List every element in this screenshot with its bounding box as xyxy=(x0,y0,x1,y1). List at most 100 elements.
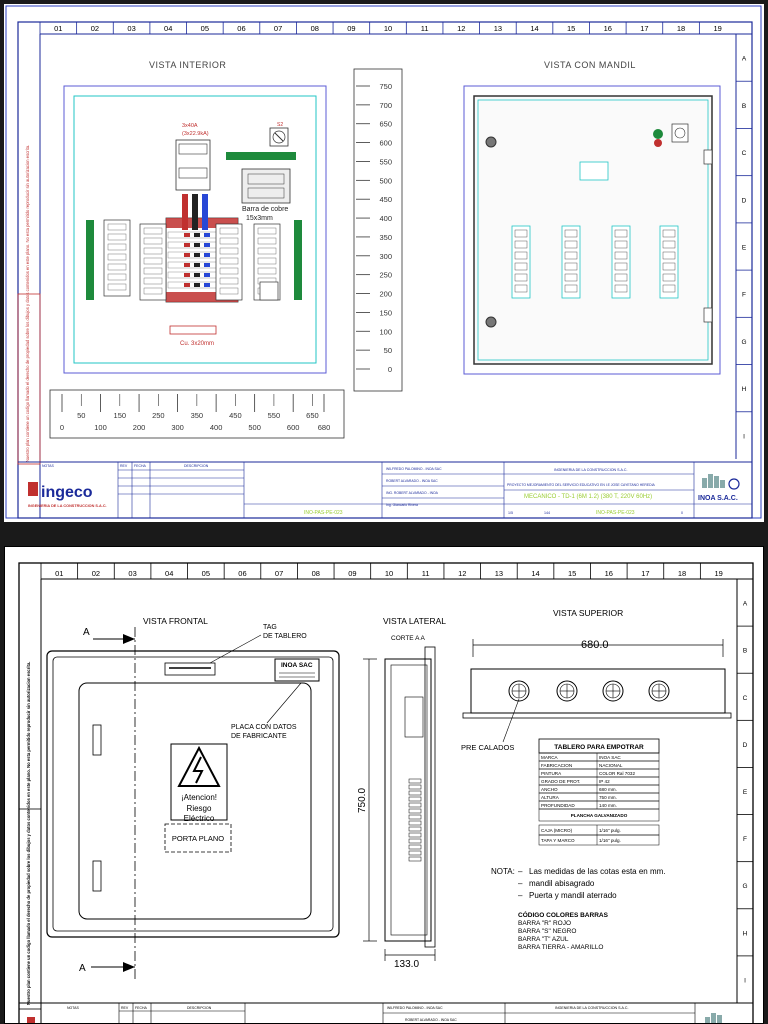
ruler-tick-label: 450 xyxy=(229,411,242,420)
legal-note-box xyxy=(17,293,41,465)
column-label: 07 xyxy=(274,24,282,33)
tb2-person-2: ROBERT ALVARADO - INOA SAC xyxy=(405,1018,457,1022)
company-sub: INGENIERIA DE LA CONSTRUCCION S.A.C. xyxy=(28,504,107,508)
tag-plate xyxy=(164,662,216,676)
ruler-tick-label: 650 xyxy=(379,120,392,129)
spec-subtitle: PLANCHA GALVANIZADO xyxy=(571,813,628,818)
tb-description-header: DESCRIPCION xyxy=(184,464,209,468)
note-dash: – xyxy=(518,879,523,888)
knockouts-label: PRE CALADOS xyxy=(461,743,514,752)
selector-switch-front xyxy=(671,123,689,143)
column-label: 19 xyxy=(714,24,722,33)
spec-value: 1/16" pulg. xyxy=(599,838,621,843)
row-label: I xyxy=(743,433,745,440)
front-door xyxy=(78,682,312,920)
side-body xyxy=(384,658,432,942)
manufacturer-plate xyxy=(274,658,320,682)
column-label: 05 xyxy=(201,24,209,33)
ruler-tick-label: 750 xyxy=(379,82,392,91)
view-title-superior: VISTA SUPERIOR xyxy=(553,608,623,618)
ruler-tick-label: 200 xyxy=(379,290,392,299)
column-label: 13 xyxy=(494,24,502,33)
spec-value: 750 mm. xyxy=(599,795,617,800)
column-label: 06 xyxy=(237,24,245,33)
latch-top xyxy=(703,149,713,165)
row-label: G xyxy=(742,883,747,890)
section-mark-top: A xyxy=(83,627,90,638)
brand-name: INOA S.A.C. xyxy=(698,495,738,502)
tb-rev-header: REV xyxy=(120,464,128,468)
hinge-top xyxy=(92,724,102,756)
tb2-notes-header: NOTAS xyxy=(67,1006,79,1010)
title-block xyxy=(117,462,752,518)
breaker-label-1: 3x40A xyxy=(182,123,198,129)
spec-value: NACIONAL xyxy=(599,763,623,768)
tb2-date-header: FECHA xyxy=(135,1006,148,1010)
ruler-tick-label: 500 xyxy=(379,176,392,185)
ruler-tick-label: 100 xyxy=(379,327,392,336)
vertical-ruler xyxy=(353,68,403,392)
spec-value: 140 mm. xyxy=(599,803,617,808)
column-label: 08 xyxy=(312,569,320,578)
ruler-tick-label: 400 xyxy=(379,214,392,223)
busbar-label-1: Barra de cobre xyxy=(242,206,288,213)
row-label: F xyxy=(742,292,746,299)
tb-client: INGENIERIA DE LA CONSTRUCCION S.A.C. xyxy=(554,468,628,472)
ruler-tick-label: 350 xyxy=(379,233,392,242)
width-dimension: 680.0 xyxy=(581,639,609,651)
spec-value: INOA SAC xyxy=(599,755,621,760)
ruler-tick-label: 200 xyxy=(133,423,146,432)
row-label: E xyxy=(742,245,747,252)
column-label: 09 xyxy=(348,569,356,578)
view-title-mandil: VISTA CON MANDIL xyxy=(544,60,636,70)
terminal-small xyxy=(259,281,279,301)
din-rail-right xyxy=(294,220,302,300)
row-label: G xyxy=(741,339,746,346)
note-dash: – xyxy=(518,867,523,876)
column-label: 03 xyxy=(127,24,135,33)
color-code-item: BARRA "R" ROJO xyxy=(518,920,571,927)
column-label: 03 xyxy=(128,569,136,578)
ruler-tick-label: 50 xyxy=(77,411,85,420)
note-dash: – xyxy=(518,891,523,900)
spec-key: MARCA xyxy=(541,755,559,760)
column-label: 10 xyxy=(385,569,393,578)
inoa-logo-icon-2 xyxy=(705,1013,722,1023)
spec-value: 1/16" pulg. xyxy=(599,828,621,833)
breaker-window xyxy=(579,161,609,181)
spec-value: 680 mm. xyxy=(599,787,617,792)
horizontal-ruler xyxy=(49,389,345,439)
legal-note-box-2 xyxy=(18,808,42,1010)
ingeco-logo-icon xyxy=(28,482,38,496)
column-label: 15 xyxy=(568,569,576,578)
spec-value: COLOR Ral 7032 xyxy=(599,771,635,776)
ruler-tick-label: 50 xyxy=(384,346,392,355)
column-label: 01 xyxy=(54,24,62,33)
column-label: 17 xyxy=(641,569,649,578)
ruler-tick-label: 450 xyxy=(379,195,392,204)
tb-person-2: ROBERT ALVARADO - INOA SAC xyxy=(386,479,438,483)
tb-code-left: INO-PAS-PE-023 xyxy=(304,510,343,516)
plan-holder-label: PORTA PLANO xyxy=(172,834,224,843)
row-label: D xyxy=(743,742,748,749)
column-label: 04 xyxy=(165,569,173,578)
tb2-person-1: WILFREDO PALOMINO - INOA SAC xyxy=(387,1006,443,1010)
panel-inner xyxy=(73,95,317,364)
ruler-tick-label: 250 xyxy=(379,271,392,280)
tb2-rev-header: REV xyxy=(121,1006,129,1010)
front-panel-outer xyxy=(46,650,340,938)
switch-label: S2 xyxy=(277,122,283,128)
company-name: ingeco xyxy=(41,484,93,501)
mandil-terminal-window xyxy=(659,225,679,299)
ruler-tick-label: 300 xyxy=(379,252,392,261)
spec-key: ALTURA xyxy=(541,795,560,800)
terminal-block xyxy=(139,223,167,301)
ruler-tick-label: 680 xyxy=(318,423,331,432)
ruler-tick-label: 600 xyxy=(287,423,300,432)
placa-label-1: PLACA CON DATOS xyxy=(231,724,297,731)
mandil-terminal-window xyxy=(511,225,531,299)
terminal-block xyxy=(103,219,131,297)
